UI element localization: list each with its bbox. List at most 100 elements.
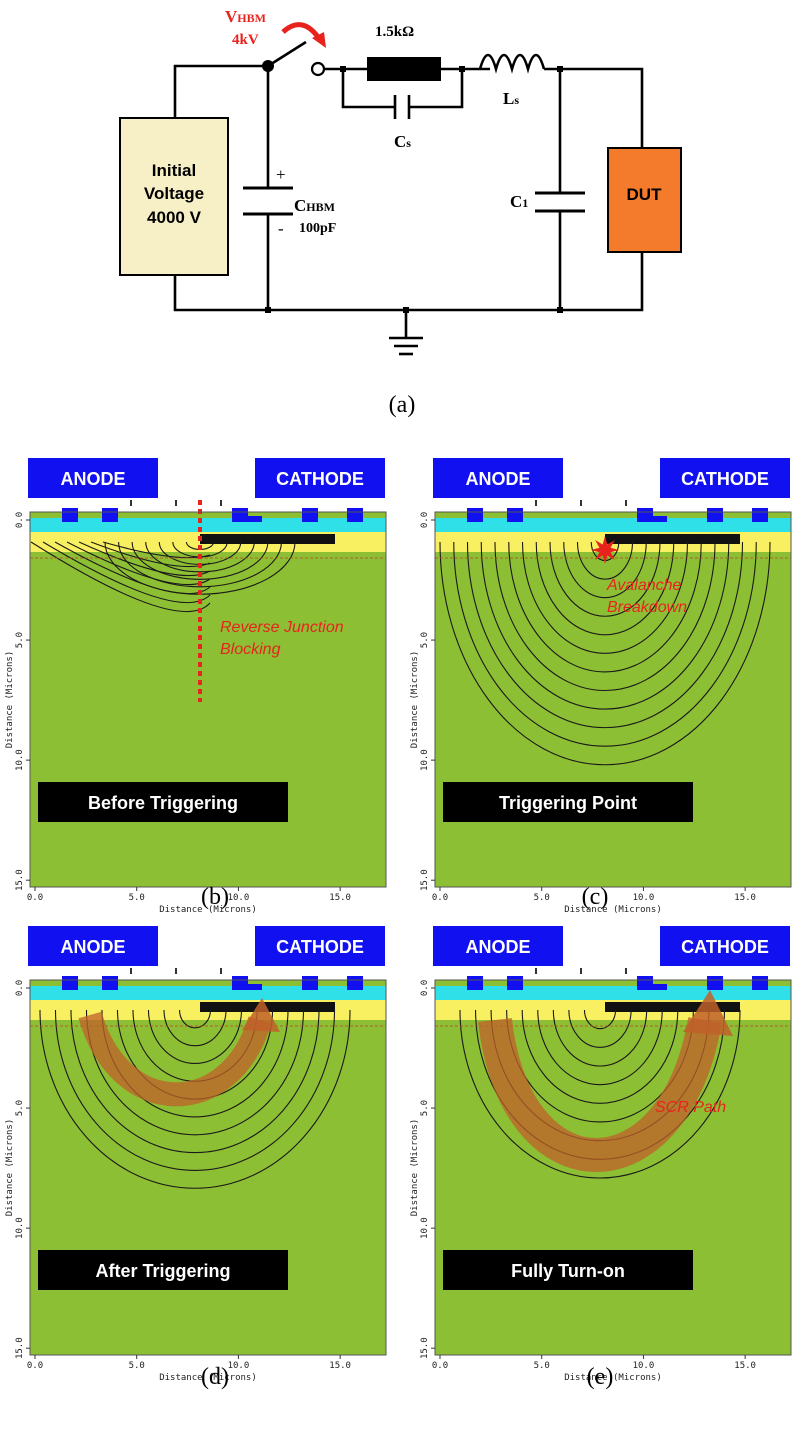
metal-contact <box>302 508 318 522</box>
status-label: After Triggering <box>95 1261 230 1281</box>
tick-mark <box>535 500 537 506</box>
tick-mark <box>535 968 537 974</box>
y-axis-label: Distance (Microns) <box>410 1119 420 1217</box>
metal-contact <box>467 508 483 522</box>
wire-ls-dut <box>544 67 644 148</box>
node-dot <box>557 307 563 313</box>
dut-label: DUT <box>627 185 663 204</box>
avalanche-burst <box>591 536 619 564</box>
switch-arm <box>267 40 307 68</box>
x-tick-label: 15.0 <box>734 893 756 903</box>
anode-label: ANODE <box>60 937 125 957</box>
potential-contour <box>576 541 634 580</box>
tick-mark <box>580 500 582 506</box>
hbm-circuit-diagram: Initial Voltage 4000 V DUT VHBM 4kV 1.5k… <box>119 7 682 418</box>
y-axis-label: Distance (Microns) <box>5 651 15 749</box>
dense-contour-region <box>200 1002 335 1012</box>
y-tick-label: 0.0 <box>420 512 430 528</box>
source-line-1: Initial <box>152 161 196 180</box>
tick-mark <box>175 968 177 974</box>
potential-contour <box>466 541 744 729</box>
metal-contact <box>707 976 723 990</box>
potential-contour <box>163 1009 227 1047</box>
metal-contact <box>637 508 653 522</box>
tick-mark <box>580 968 582 974</box>
switch-contact <box>310 61 326 77</box>
anode-electrode <box>433 458 563 498</box>
gate-contact <box>236 516 262 522</box>
gate-contact <box>641 984 667 990</box>
metal-contact <box>302 976 318 990</box>
c1-label: C1 <box>510 192 528 211</box>
tick-mark <box>130 968 132 974</box>
metal-contact <box>102 508 118 522</box>
status-box <box>443 782 693 822</box>
potential-contour <box>521 541 689 654</box>
potential-contour <box>178 1009 212 1029</box>
plot-frame <box>434 511 792 888</box>
node-dot <box>557 66 563 72</box>
status-label: Before Triggering <box>88 793 238 813</box>
metal-contact <box>62 976 78 990</box>
metal-contact <box>232 976 248 990</box>
caption-c: (c) <box>581 884 609 910</box>
y-tick-label: 0.0 <box>15 980 25 996</box>
caption-e: (e) <box>586 1364 614 1390</box>
potential-contour <box>147 1009 243 1065</box>
tick-mark <box>625 500 627 506</box>
potential-contour <box>54 1009 336 1171</box>
potential-contour <box>70 1009 320 1154</box>
metal-contact <box>347 508 363 522</box>
potential-contour <box>494 541 716 692</box>
y-tick-label: 5.0 <box>420 1100 430 1116</box>
y-tick-label: 5.0 <box>15 1100 25 1116</box>
panel-d: ANODE CATHODE After Triggering 0.0 5.0 10.0 15… <box>5 926 387 1383</box>
potential-contour <box>535 541 675 636</box>
vhbm-voltage: 4kV <box>232 32 259 48</box>
annotation-line-1: Avalanche <box>606 577 682 594</box>
cathode-electrode <box>255 458 385 498</box>
source-line-2: Voltage <box>144 184 204 203</box>
metal-contact <box>102 976 118 990</box>
resistor-body <box>367 57 441 81</box>
potential-contour <box>583 1009 617 1030</box>
node-dot <box>459 66 465 72</box>
y-tick-label: 10.0 <box>15 1217 25 1239</box>
potential-contour <box>563 541 647 599</box>
x-axis-label: Distance (Microns) <box>159 905 257 915</box>
x-tick-label: 10.0 <box>228 1361 250 1371</box>
tick-mark <box>625 968 627 974</box>
wire-ground-bus <box>173 275 560 312</box>
y-axis-label: Distance (Microns) <box>5 1119 15 1217</box>
potential-contour <box>521 1009 679 1104</box>
chbm-value: 100pF <box>299 221 336 236</box>
metal-contact <box>507 508 523 522</box>
metal-contact <box>347 976 363 990</box>
gate-contact <box>236 984 262 990</box>
vhbm-label: VHBM <box>225 7 266 26</box>
inductor-ls <box>478 53 546 74</box>
oxide-layer <box>435 986 791 1000</box>
y-tick-label: 10.0 <box>420 1217 430 1239</box>
dut-box <box>607 147 682 253</box>
plot-frame <box>29 979 387 1356</box>
annotation-line-1: Reverse Junction <box>220 619 344 636</box>
resistor-label: 1.5kΩ <box>375 24 414 40</box>
x-axis-label: Distance (Microns) <box>159 1373 257 1383</box>
x-tick-label: 5.0 <box>129 893 145 903</box>
cathode-label: CATHODE <box>276 937 364 957</box>
y-tick-label: 0.0 <box>420 980 430 996</box>
tick-mark <box>220 968 222 974</box>
y-tick-label: 10.0 <box>15 749 25 771</box>
annotation-line-1: SCR Path <box>655 1099 726 1116</box>
chbm-label: CHBM <box>294 196 335 215</box>
current-path <box>78 1011 272 1107</box>
cathode-label: CATHODE <box>681 469 769 489</box>
anode-label: ANODE <box>60 469 125 489</box>
node-dot <box>265 307 271 313</box>
metal-contact <box>707 508 723 522</box>
y-tick-label: 15.0 <box>15 1337 25 1359</box>
source-line-3: 4000 V <box>147 208 202 227</box>
node-dot <box>340 66 346 72</box>
